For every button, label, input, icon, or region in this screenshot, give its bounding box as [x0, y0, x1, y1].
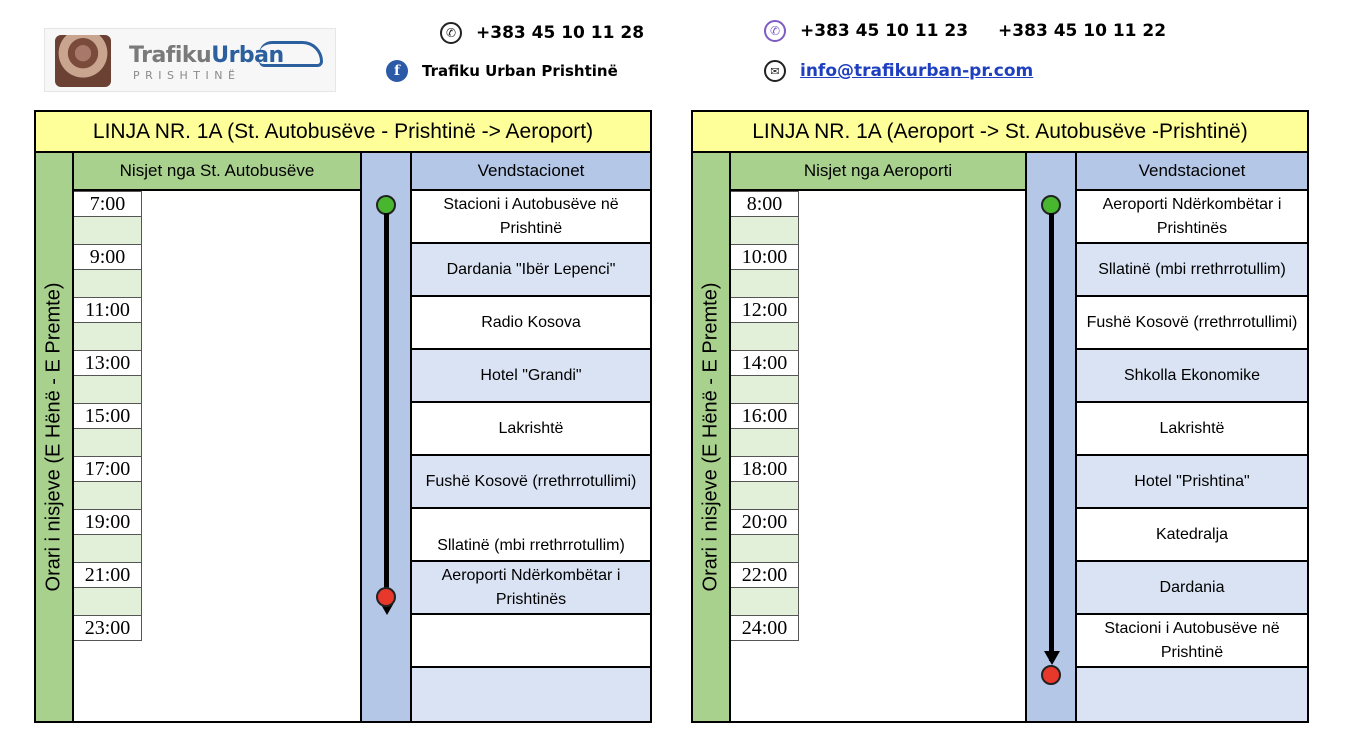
schedule-table-to-airport: LINJA NR. 1A (St. Autobusëve - Prishtinë… — [34, 110, 652, 723]
route-line — [1049, 213, 1054, 661]
phone-icon: ✆ — [440, 22, 462, 44]
email-link[interactable]: info@trafikurban-pr.com — [800, 61, 1034, 81]
departure-time: 12:00 — [731, 297, 799, 323]
stop-cell: Radio Kosova — [412, 297, 650, 350]
departure-time: 14:00 — [731, 350, 799, 376]
route-arrow-column — [362, 153, 412, 721]
stop-cell — [412, 668, 650, 721]
stop-cell: Dardania — [1077, 562, 1307, 615]
spacer-cell — [731, 482, 799, 509]
stops-header: Vendstacionet — [412, 153, 650, 191]
stop-cell: Shkolla Ekonomike — [1077, 350, 1307, 403]
departures-header: Nisjet nga St. Autobusëve — [74, 153, 362, 191]
phone-number: +383 45 10 11 28 — [476, 23, 645, 43]
spacer-cell — [731, 270, 799, 297]
spacer-cell — [74, 376, 142, 403]
spacer-cell — [731, 535, 799, 562]
stop-cell: Hotel "Prishtina" — [1077, 456, 1307, 509]
stop-cell: Sllatinë (mbi rrethrrotullim) — [412, 509, 650, 562]
stop-cell: Fushë Kosovë (rrethrrotullimi) — [412, 456, 650, 509]
end-stop-icon — [1041, 665, 1061, 685]
arrow-down-icon — [1044, 651, 1060, 665]
spacer-cell — [74, 217, 142, 244]
start-stop-icon — [376, 195, 396, 215]
departure-time: 13:00 — [74, 350, 142, 376]
stop-cell: Fushë Kosovë (rrethrrotullimi) — [1077, 297, 1307, 350]
departure-time: 9:00 — [74, 244, 142, 270]
logo-city: PRISHTINË — [133, 69, 241, 82]
end-stop-icon — [376, 587, 396, 607]
spacer-cell — [74, 270, 142, 297]
stop-cell: Lakrishtë — [412, 403, 650, 456]
viber-number: +383 45 10 11 23 — [800, 21, 969, 41]
route-title: LINJA NR. 1A (St. Autobusëve - Prishtinë… — [36, 112, 650, 153]
spacer-cell — [731, 323, 799, 350]
stops-header: Vendstacionet — [1077, 153, 1307, 191]
stop-cell: Sllatinë (mbi rrethrrotullim) — [1077, 244, 1307, 297]
departure-time: 20:00 — [731, 509, 799, 535]
schedule-days-label: Orari i nisjeve (E Hënë - E Premte) — [42, 282, 65, 592]
route-arrow-column — [1027, 153, 1077, 721]
stop-cell: Aeroporti Ndërkombëtar i Prishtinës — [412, 562, 650, 615]
facebook-contact[interactable]: f Trafiku Urban Prishtinë — [386, 60, 618, 82]
stop-cell: Dardania "Ibër Lepenci" — [412, 244, 650, 297]
facebook-name[interactable]: Trafiku Urban Prishtinë — [422, 62, 618, 80]
departure-time: 23:00 — [74, 615, 142, 641]
departure-time: 10:00 — [731, 244, 799, 270]
email-contact[interactable]: ✉ info@trafikurban-pr.com — [764, 60, 1033, 82]
stop-cell: Aeroporti Ndërkombëtar i Prishtinës — [1077, 191, 1307, 244]
spacer-cell — [74, 429, 142, 456]
spacer-cell — [74, 482, 142, 509]
departure-time: 11:00 — [74, 297, 142, 323]
spacer-cell — [731, 376, 799, 403]
stop-cell: Lakrishtë — [1077, 403, 1307, 456]
viber-contact: ✆ +383 45 10 11 23 +383 45 10 11 22 — [764, 20, 1166, 42]
departure-time: 15:00 — [74, 403, 142, 429]
departure-time: 18:00 — [731, 456, 799, 482]
side-label-cell: Orari i nisjeve (E Hënë - E Premte) — [36, 153, 74, 721]
route-title: LINJA NR. 1A (Aeroport -> St. Autobusëve… — [693, 112, 1307, 153]
schedule-table-from-airport: LINJA NR. 1A (Aeroport -> St. Autobusëve… — [691, 110, 1309, 723]
spacer-cell — [74, 535, 142, 562]
phone-number-2: +383 45 10 11 22 — [998, 21, 1167, 41]
departures-column: 8:00 10:00 12:00 14:00 16:00 18:00 20:00… — [731, 191, 1027, 721]
city-emblem-icon — [55, 35, 111, 87]
departure-time: 8:00 — [731, 191, 799, 217]
facebook-icon[interactable]: f — [386, 60, 408, 82]
stop-cell — [1077, 668, 1307, 721]
stops-column: Stacioni i Autobusëve në Prishtinë Darda… — [412, 191, 650, 721]
route-line — [384, 213, 389, 603]
departure-time: 16:00 — [731, 403, 799, 429]
mail-icon: ✉ — [764, 60, 786, 82]
logo: TrafikuUrban PRISHTINË — [44, 28, 336, 92]
spacer-cell — [731, 429, 799, 456]
stop-cell: Katedralja — [1077, 509, 1307, 562]
stop-cell: Stacioni i Autobusëve në Prishtinë — [412, 191, 650, 244]
viber-icon: ✆ — [764, 20, 786, 42]
spacer-cell — [731, 588, 799, 615]
spacer-cell — [731, 217, 799, 244]
phone-contact: ✆ +383 45 10 11 28 — [440, 22, 644, 44]
stop-cell — [412, 615, 650, 668]
stops-column: Aeroporti Ndërkombëtar i Prishtinës Slla… — [1077, 191, 1307, 721]
stop-cell: Hotel "Grandi" — [412, 350, 650, 403]
departures-column: 7:00 9:00 11:00 13:00 15:00 17:00 19:00 … — [74, 191, 362, 721]
schedule-days-label: Orari i nisjeve (E Hënë - E Premte) — [699, 282, 722, 592]
departure-time: 22:00 — [731, 562, 799, 588]
departures-header: Nisjet nga Aeroporti — [731, 153, 1027, 191]
bus-icon — [259, 41, 323, 67]
departure-time: 17:00 — [74, 456, 142, 482]
spacer-cell — [74, 323, 142, 350]
departure-time: 19:00 — [74, 509, 142, 535]
departure-time: 24:00 — [731, 615, 799, 641]
spacer-cell — [74, 588, 142, 615]
departure-time: 21:00 — [74, 562, 142, 588]
side-label-cell: Orari i nisjeve (E Hënë - E Premte) — [693, 153, 731, 721]
stop-cell: Stacioni i Autobusëve në Prishtinë — [1077, 615, 1307, 668]
departure-time: 7:00 — [74, 191, 142, 217]
start-stop-icon — [1041, 195, 1061, 215]
